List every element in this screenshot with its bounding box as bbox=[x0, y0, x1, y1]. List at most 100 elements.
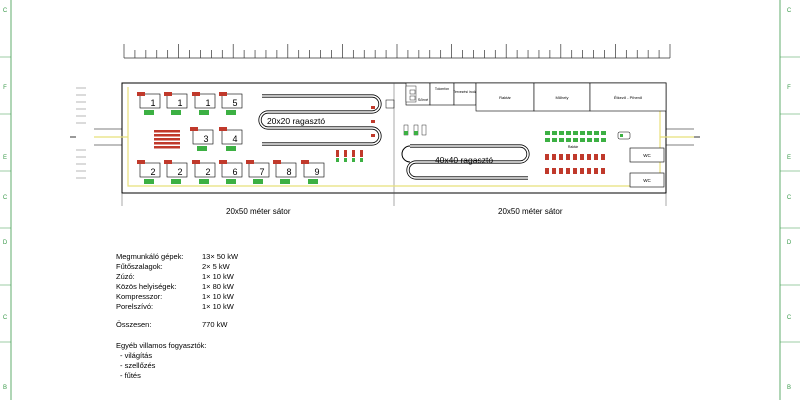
power-legend: Megmunkáló gépek: 13× 50 kW Fűtőszalagok… bbox=[116, 252, 262, 381]
machine: 5 bbox=[219, 92, 243, 115]
legend-row: Porelszívó: 1× 10 kW bbox=[116, 302, 262, 312]
machine: 3 bbox=[190, 127, 214, 151]
machine-number: 2 bbox=[205, 167, 210, 177]
frame-letter: B bbox=[2, 385, 7, 391]
small-units bbox=[403, 89, 427, 136]
room-label: Raktár bbox=[499, 95, 511, 100]
machine-number: 1 bbox=[177, 98, 182, 108]
machine-number: 6 bbox=[232, 167, 237, 177]
corridor-stub-right bbox=[666, 128, 694, 146]
red-store-area bbox=[545, 154, 605, 174]
legend-row: Közös helyiségek: 1× 80 kW bbox=[116, 282, 262, 292]
machine-number: 8 bbox=[286, 167, 291, 177]
legend-item-name: Megmunkáló gépek: bbox=[116, 252, 184, 261]
machine-number: 1 bbox=[150, 98, 155, 108]
frame-letter: F bbox=[3, 85, 7, 91]
machine-number: 2 bbox=[150, 167, 155, 177]
wc-label: WC bbox=[643, 178, 651, 183]
legend-item-name: Fűtőszalagok: bbox=[116, 261, 163, 271]
frame-letter: E bbox=[786, 155, 791, 161]
machine-number: 1 bbox=[205, 98, 210, 108]
legend-item-name: Porelszívó: bbox=[116, 301, 154, 311]
frame-letter: F bbox=[787, 85, 791, 91]
frame-letter: C bbox=[786, 195, 792, 201]
frame-letter: B bbox=[786, 385, 791, 391]
legend-item-name: Zúzó: bbox=[116, 271, 135, 281]
conveyor-stubs bbox=[336, 150, 363, 157]
legend-item-value: 13× 50 kW bbox=[202, 252, 239, 261]
legend-item-value: 1× 10 kW bbox=[202, 271, 234, 281]
frame-letter: C bbox=[786, 315, 792, 321]
machine: 9 bbox=[301, 160, 325, 184]
machine: 2 bbox=[192, 160, 216, 184]
machine-number: 4 bbox=[232, 134, 237, 144]
entrance-hatch-left bbox=[76, 87, 86, 179]
legend-note: - fűtés bbox=[120, 371, 141, 381]
legend-note: - világítás bbox=[120, 351, 153, 361]
legend-row: Kompresszor: 1× 10 kW bbox=[116, 292, 262, 302]
small-dryer-conveyor: 20x20 ragasztó bbox=[258, 94, 382, 146]
machine: 4 bbox=[219, 127, 243, 151]
rooms-row: Sőrvé Tolomfon Tervezési iroda Raktár Mű… bbox=[405, 82, 667, 112]
machine: 6 bbox=[219, 160, 243, 184]
machine-number: 2 bbox=[177, 167, 182, 177]
legend-notes-title: Egyéb villamos fogyasztók: bbox=[116, 341, 207, 351]
legend-item-name: Közös helyiségek: bbox=[116, 281, 177, 291]
machine-number: 9 bbox=[314, 167, 319, 177]
large-dryer-conveyor: 40x40 ragasztó bbox=[401, 144, 530, 180]
corridor-stub-left bbox=[94, 128, 122, 146]
green-store-area bbox=[545, 131, 606, 142]
room-label: Műhely bbox=[556, 95, 569, 100]
small-dryer-label: 20x20 ragasztó bbox=[267, 116, 325, 126]
frame-letter: E bbox=[2, 155, 7, 161]
machine-row-bottom: 2 2 2 6 7 8 bbox=[137, 160, 325, 184]
frame-letter: D bbox=[2, 240, 8, 246]
ruler-ticks bbox=[123, 44, 671, 58]
legend-row: Megmunkáló gépek: 13× 50 kW bbox=[116, 252, 262, 262]
machine-number: 5 bbox=[232, 98, 237, 108]
legend-total-value: 770 kW bbox=[202, 320, 228, 330]
machine: 1 bbox=[137, 92, 161, 115]
legend-total-label: Összesen: bbox=[116, 320, 152, 330]
wc-room bbox=[629, 147, 665, 163]
legend-item-value: 1× 10 kW bbox=[202, 291, 234, 301]
green-area-label: Raktár bbox=[568, 145, 579, 149]
frame-left-strip: C F E C D C B bbox=[0, 0, 12, 400]
small-box-label: Sőrvé bbox=[418, 97, 429, 102]
wc-label: WC bbox=[643, 153, 651, 158]
frame-letter: C bbox=[2, 8, 8, 14]
room bbox=[453, 82, 477, 106]
legend-row: Zúzó: 1× 10 kW bbox=[116, 272, 262, 282]
machine-row-top: 1 1 1 5 bbox=[137, 92, 243, 115]
machine: 8 bbox=[273, 160, 297, 184]
legend-item-value: 1× 10 kW bbox=[202, 301, 234, 311]
legend-note: - szellőzés bbox=[120, 361, 156, 371]
scale-ruler bbox=[123, 44, 671, 59]
room-label: Tervezési iroda bbox=[453, 90, 477, 94]
legend-row: Fűtőszalagok: 2× 5 kW bbox=[116, 262, 262, 272]
machine: 2 bbox=[164, 160, 188, 184]
small-box bbox=[385, 99, 395, 109]
machine-number: 7 bbox=[259, 167, 264, 177]
machine: 7 bbox=[246, 160, 270, 184]
frame-right-strip: C F E C D C B bbox=[768, 0, 800, 400]
machine: 2 bbox=[137, 160, 161, 184]
room-label: Étkező - Pihenő bbox=[614, 95, 643, 100]
room-label: Tolomfon bbox=[435, 87, 449, 91]
frame-letter: D bbox=[786, 240, 792, 246]
legend-total-row: Összesen: 770 kW bbox=[116, 320, 262, 330]
frame-letter: C bbox=[2, 315, 8, 321]
machine-row-mid: 3 4 bbox=[190, 127, 243, 151]
machine: 1 bbox=[164, 92, 188, 115]
room bbox=[475, 82, 535, 112]
tent-label-left: 20x50 méter sátor bbox=[226, 207, 291, 216]
large-dryer-label: 40x40 ragasztó bbox=[435, 155, 493, 165]
frame-letter: C bbox=[2, 195, 8, 201]
conveyor-stubs-green bbox=[336, 158, 363, 162]
forklift-icon bbox=[617, 131, 631, 140]
machine: 1 bbox=[192, 92, 216, 115]
frame-letter: C bbox=[786, 8, 792, 14]
wc-room bbox=[629, 172, 665, 188]
room bbox=[589, 82, 667, 112]
